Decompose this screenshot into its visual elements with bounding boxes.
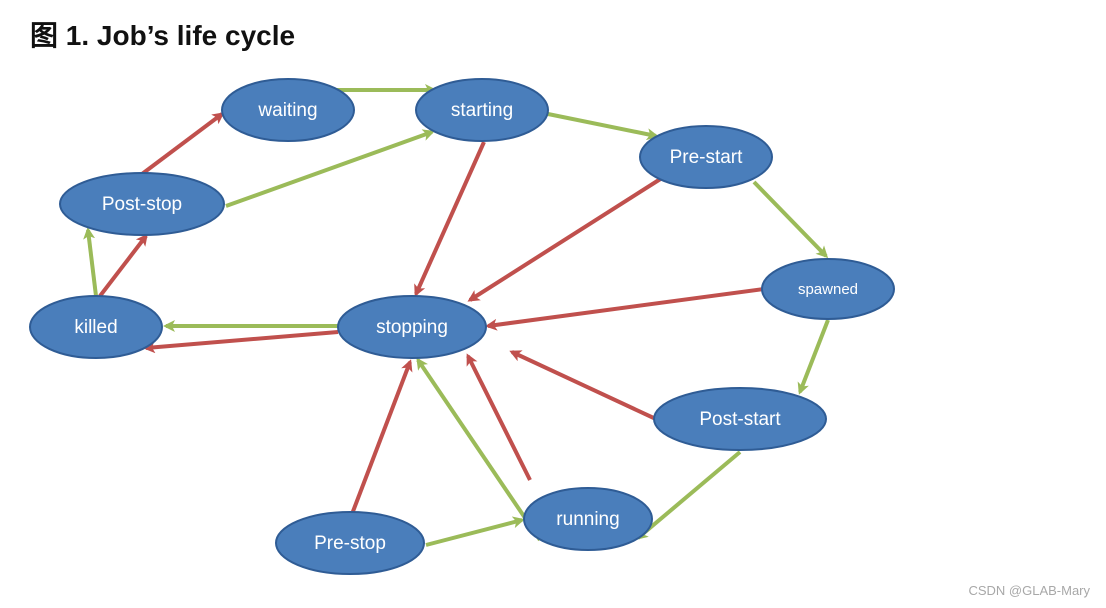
node-ellipse [221,78,355,142]
node-label: running [556,509,619,530]
edge-spawned-to-post-start-green [797,319,830,395]
node-pre-start: Pre-start [639,125,773,189]
node-label: stopping [376,317,448,338]
node-ellipse [29,295,163,359]
node-spawned: spawned [761,258,895,320]
edge-pre-stop-to-stopping-red [350,359,413,515]
edge-post-stop-to-waiting-red [140,112,225,176]
edge-post-stop-to-starting-green [225,129,435,208]
node-ellipse [639,125,773,189]
edges-layer [83,84,830,547]
edge-stopping-to-killed-red [143,330,339,354]
node-label: Post-start [699,409,781,430]
node-ellipse [337,295,487,359]
node-ellipse [653,387,827,451]
edge-running-to-stopping-green [416,357,542,542]
node-ellipse [523,487,653,551]
edge-killed-to-post-stop-green [83,227,98,297]
edge-starting-to-pre-start-green [547,112,659,141]
node-label: starting [451,100,513,121]
node-post-start: Post-start [653,387,827,451]
edge-post-start-to-running-green [635,450,742,540]
node-label: Post-stop [102,194,182,215]
node-ellipse [59,172,225,236]
edge-pre-start-to-stopping-red [467,176,664,302]
figure-title: 图 1. Job’s life cycle [30,20,296,51]
node-label: killed [74,317,117,338]
edge-starting-to-stopping-red [414,141,486,297]
node-ellipse [761,258,895,320]
node-label: waiting [257,100,317,121]
node-ellipse [415,78,549,142]
node-label: spawned [798,281,858,298]
node-waiting: waiting [221,78,355,142]
node-label: Pre-stop [314,533,386,554]
node-running: running [523,487,653,551]
node-stopping: stopping [337,295,487,359]
node-starting: starting [415,78,549,142]
watermark: CSDN @GLAB-Mary [968,583,1090,598]
edge-pre-start-to-spawned-green [752,180,829,259]
node-label: Pre-start [670,147,744,168]
edge-killed-to-post-stop-red [98,233,148,298]
node-killed: killed [29,295,163,359]
edge-running-to-stopping-red [466,353,532,481]
node-pre-stop: Pre-stop [275,511,425,575]
node-post-stop: Post-stop [59,172,225,236]
node-ellipse [275,511,425,575]
edge-spawned-to-stopping-red [485,287,765,331]
edge-pre-stop-to-running-green [425,516,525,547]
edge-post-start-to-stopping-red [509,350,659,422]
